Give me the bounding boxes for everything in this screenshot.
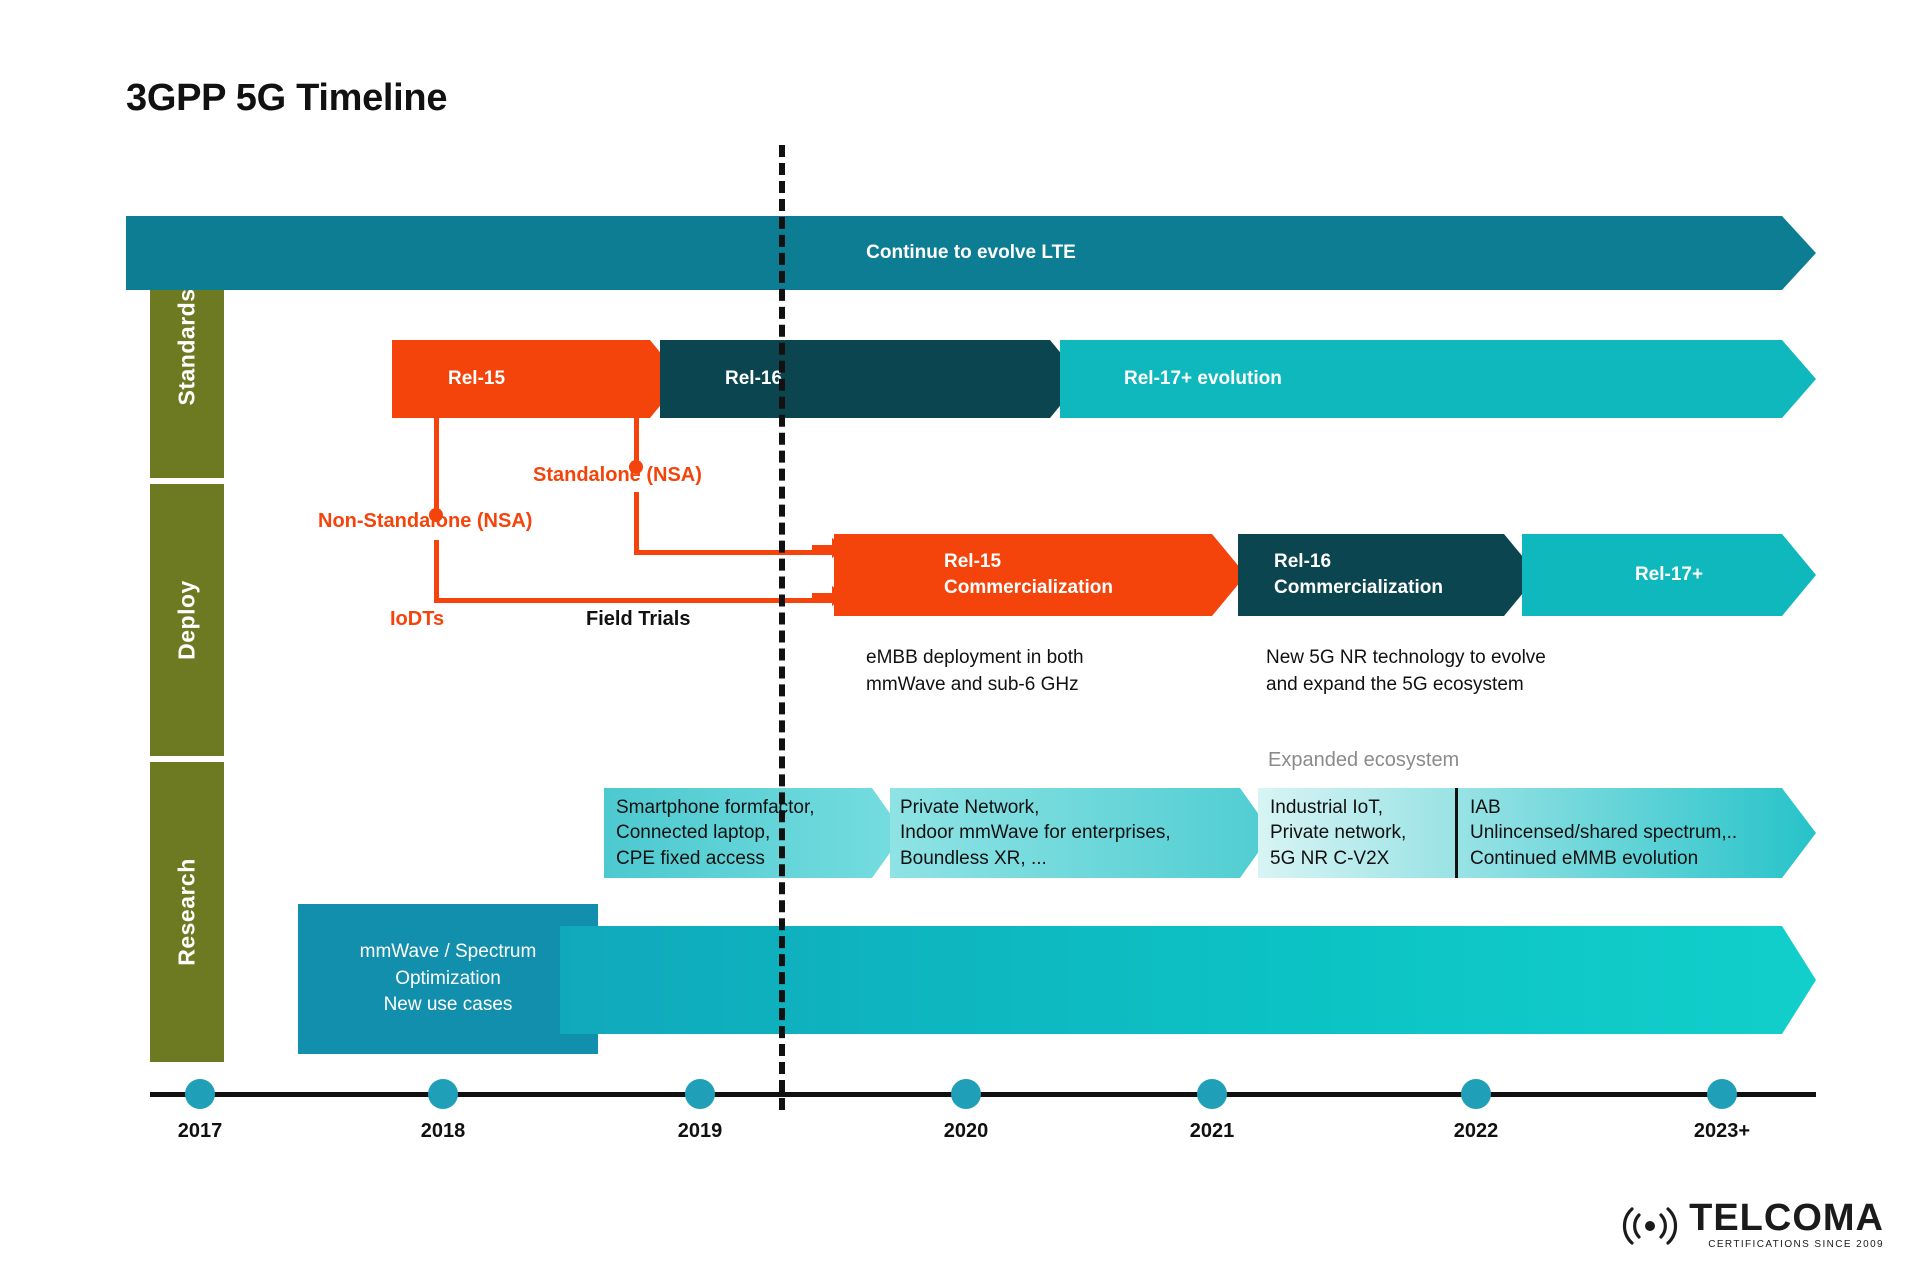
bar-rel15-standards: Rel-15 (392, 340, 682, 418)
box-mmwave-spectrum-label: mmWave / Spectrum Optimization New use c… (359, 941, 537, 1016)
current-time-marker (779, 145, 785, 1110)
bar-rel17-deploy: Rel-17+ (1522, 534, 1816, 616)
label-standalone: Standalone (NSA) (533, 464, 702, 486)
bar-research-private-network-label: Private Network, Indoor mmWave for enter… (900, 796, 1171, 869)
timeline-tick-dot (428, 1079, 458, 1109)
timeline-tick-label: 2020 (943, 1120, 989, 1142)
bar-rel17-standards: Rel-17+ evolution (1060, 340, 1816, 418)
telcoma-logo: TELCOMA CERTIFICATIONS SINCE 2009 (1621, 1199, 1884, 1250)
timeline-tick-dot (685, 1079, 715, 1109)
bar-continue-evolve-lte: Continue to evolve LTE (126, 216, 1816, 290)
connector-standalone-vertical (634, 418, 639, 466)
caption-new-5g-nr: New 5G NR technology to evolve and expan… (1266, 647, 1546, 695)
category-deploy: Deploy (150, 484, 224, 756)
timeline-tick-label: 2021 (1189, 1120, 1235, 1142)
page-title: 3GPP 5G Timeline (126, 77, 448, 119)
label-non-standalone: Non-Standalone (NSA) (318, 510, 533, 532)
timeline-tick-dot (1707, 1079, 1737, 1109)
bar-rel16-commercialization-label: Rel-16 Commercialization (1274, 551, 1443, 598)
category-standards-label: Standards (173, 288, 200, 406)
connector-non-standalone-vertical (434, 418, 439, 514)
signal-waves-icon (1623, 1206, 1678, 1245)
bar-research-smartphone-label: Smartphone formfactor, Connected laptop,… (616, 796, 815, 869)
logo-tagline: CERTIFICATIONS SINCE 2009 (1708, 1239, 1884, 1250)
logo-name: TELCOMA (1689, 1197, 1884, 1239)
label-expanded-ecosystem: Expanded ecosystem (1268, 749, 1460, 771)
connector-non-standalone-dot (429, 508, 443, 522)
timeline-tick-label: 2019 (677, 1120, 723, 1142)
category-research-label: Research (173, 858, 200, 966)
bar-research-smartphone: Smartphone formfactor, Connected laptop,… (604, 788, 904, 878)
connector-standalone-down (634, 492, 639, 554)
connector-non-standalone-horiz (434, 598, 834, 603)
connector-non-standalone-down (434, 540, 439, 602)
timeline-tick-dot (951, 1079, 981, 1109)
caption-embb-deployment: eMBB deployment in both mmWave and sub-6… (866, 647, 1084, 695)
bar-continue-evolve-lte-label: Continue to evolve LTE (866, 242, 1076, 263)
category-deploy-label: Deploy (173, 580, 200, 660)
label-field-trials: Field Trials (586, 608, 691, 630)
bar-rel17-standards-label: Rel-17+ evolution (1124, 368, 1282, 389)
bar-research-mmwave-extension (560, 926, 1816, 1034)
timeline-tick-label: 2017 (177, 1120, 223, 1142)
bar-research-industrial-iot-label: Industrial IoT, Private network, 5G NR C… (1270, 796, 1407, 869)
bar-rel16-standards: Rel-16 (660, 340, 1082, 418)
bar-research-industrial-iot: Industrial IoT, Private network, 5G NR C… (1258, 788, 1816, 878)
box-mmwave-spectrum: mmWave / Spectrum Optimization New use c… (298, 904, 598, 1054)
timeline-tick-label: 2022 (1453, 1120, 1499, 1142)
timeline-axis (150, 1092, 1816, 1097)
timeline-tick-dot (1197, 1079, 1227, 1109)
timeline-tick-dot (185, 1079, 215, 1109)
bar-rel15-commercialization: Rel-15 Commercialization (834, 534, 1246, 616)
bar-rel17-deploy-label: Rel-17+ (1634, 564, 1704, 585)
bar-rel15-commercialization-label: Rel-15 Commercialization (944, 551, 1113, 598)
timeline-tick-label: 2023+ (1693, 1120, 1751, 1142)
bar-research-private-network: Private Network, Indoor mmWave for enter… (890, 788, 1272, 878)
category-research: Research (150, 762, 224, 1062)
connector-standalone-dot (629, 460, 643, 474)
bar-rel16-standards-label: Rel-16 (725, 368, 783, 389)
connector-standalone-horiz (634, 550, 834, 555)
timeline-tick-label: 2018 (420, 1120, 466, 1142)
bar-rel15-standards-label: Rel-15 (448, 368, 506, 389)
bar-rel16-commercialization: Rel-16 Commercialization (1238, 534, 1538, 616)
bar-research-iab-label: IAB Unlincensed/shared spectrum,.. Conti… (1455, 788, 1737, 878)
timeline-tick-dot (1461, 1079, 1491, 1109)
label-iodts: IoDTs (390, 608, 445, 630)
